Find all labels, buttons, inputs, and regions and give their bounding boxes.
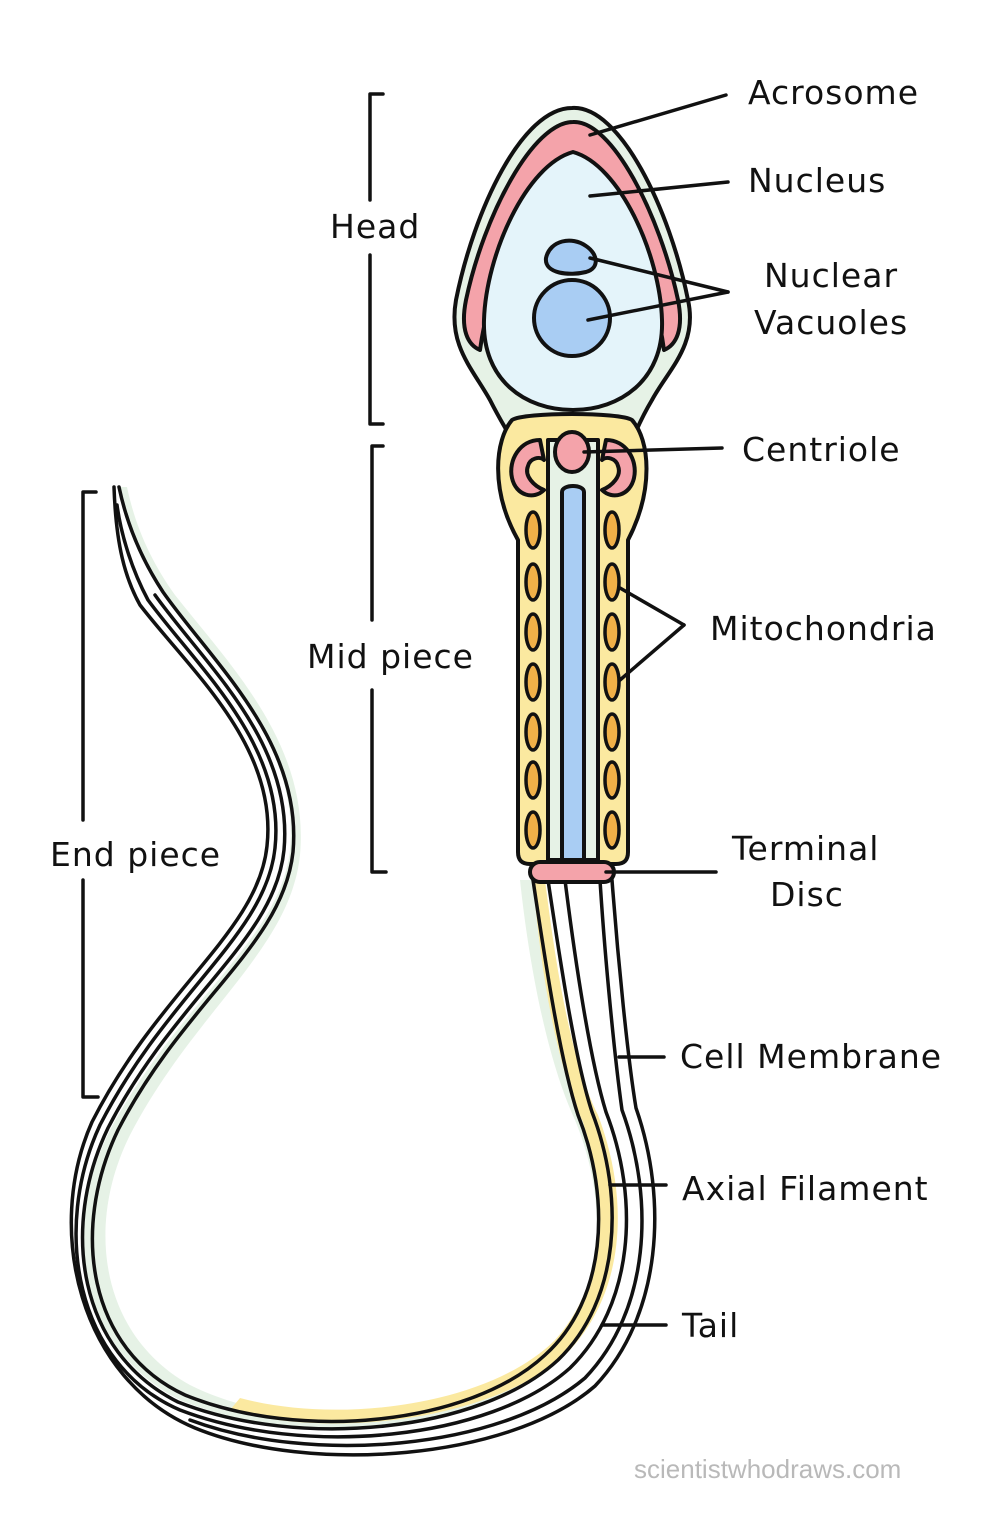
- mitochondrion: [524, 810, 542, 850]
- section-brackets: [81, 92, 388, 1099]
- mitochondrion: [603, 562, 621, 602]
- mitochondrion: [524, 760, 542, 800]
- mitochondrion: [603, 612, 621, 652]
- nuclear-vacuole-small: [544, 238, 598, 276]
- leader-centriole: [582, 446, 724, 454]
- section-label-mid-piece: Mid piece: [307, 637, 474, 676]
- mitochondrion: [603, 662, 621, 702]
- label-axial-filament: Axial Filament: [682, 1169, 929, 1208]
- section-label-end-piece: End piece: [50, 835, 221, 874]
- labels: Head Mid piece End piece Acrosome Nucleu…: [50, 73, 942, 1345]
- nuclear-vacuole-large: [532, 278, 612, 358]
- label-cell-membrane: Cell Membrane: [680, 1037, 942, 1076]
- mitochondrion: [603, 510, 621, 550]
- label-terminal-disc-line2: Disc: [770, 875, 844, 914]
- mitochondrion: [524, 612, 542, 652]
- midpiece-curl-right: [600, 438, 637, 498]
- section-label-head: Head: [330, 207, 420, 246]
- bracket-end-piece: [81, 490, 100, 1099]
- label-nuclear-vacuoles-line1: Nuclear: [764, 256, 898, 295]
- leader-lines: [582, 93, 730, 1327]
- mitochondria-left: [524, 510, 542, 850]
- bracket-mid-piece: [370, 444, 388, 874]
- mid-piece: [496, 412, 649, 884]
- mitochondrion: [524, 562, 542, 602]
- leader-mito-lower: [618, 623, 686, 682]
- terminal-disc: [528, 860, 616, 884]
- mitochondrion: [603, 760, 621, 800]
- midpiece-curl-left: [509, 438, 546, 498]
- watermark: scientistwhodraws.com: [634, 1454, 901, 1484]
- leader-nucleus: [588, 180, 730, 198]
- leader-mito-upper: [618, 586, 686, 627]
- mitochondria-right: [603, 510, 621, 850]
- label-nuclear-vacuoles-line2: Vacuoles: [754, 303, 908, 342]
- label-terminal-disc-line1: Terminal: [731, 829, 879, 868]
- mitochondrion: [603, 712, 621, 752]
- tail: [69, 485, 657, 1457]
- leader-acrosome: [588, 93, 728, 137]
- label-mitochondria: Mitochondria: [710, 609, 937, 648]
- leader-vacuole-small: [588, 256, 730, 294]
- mitochondrion: [524, 712, 542, 752]
- bracket-head: [368, 92, 385, 426]
- label-tail: Tail: [681, 1306, 739, 1345]
- mitochondrion: [524, 510, 542, 550]
- mitochondrion: [603, 810, 621, 850]
- label-acrosome: Acrosome: [748, 73, 919, 112]
- label-centriole: Centriole: [742, 430, 901, 469]
- leader-vacuole-large: [586, 290, 730, 322]
- mitochondrion: [524, 662, 542, 702]
- midpiece-axial-filament: [560, 484, 586, 862]
- label-nucleus: Nucleus: [748, 161, 886, 200]
